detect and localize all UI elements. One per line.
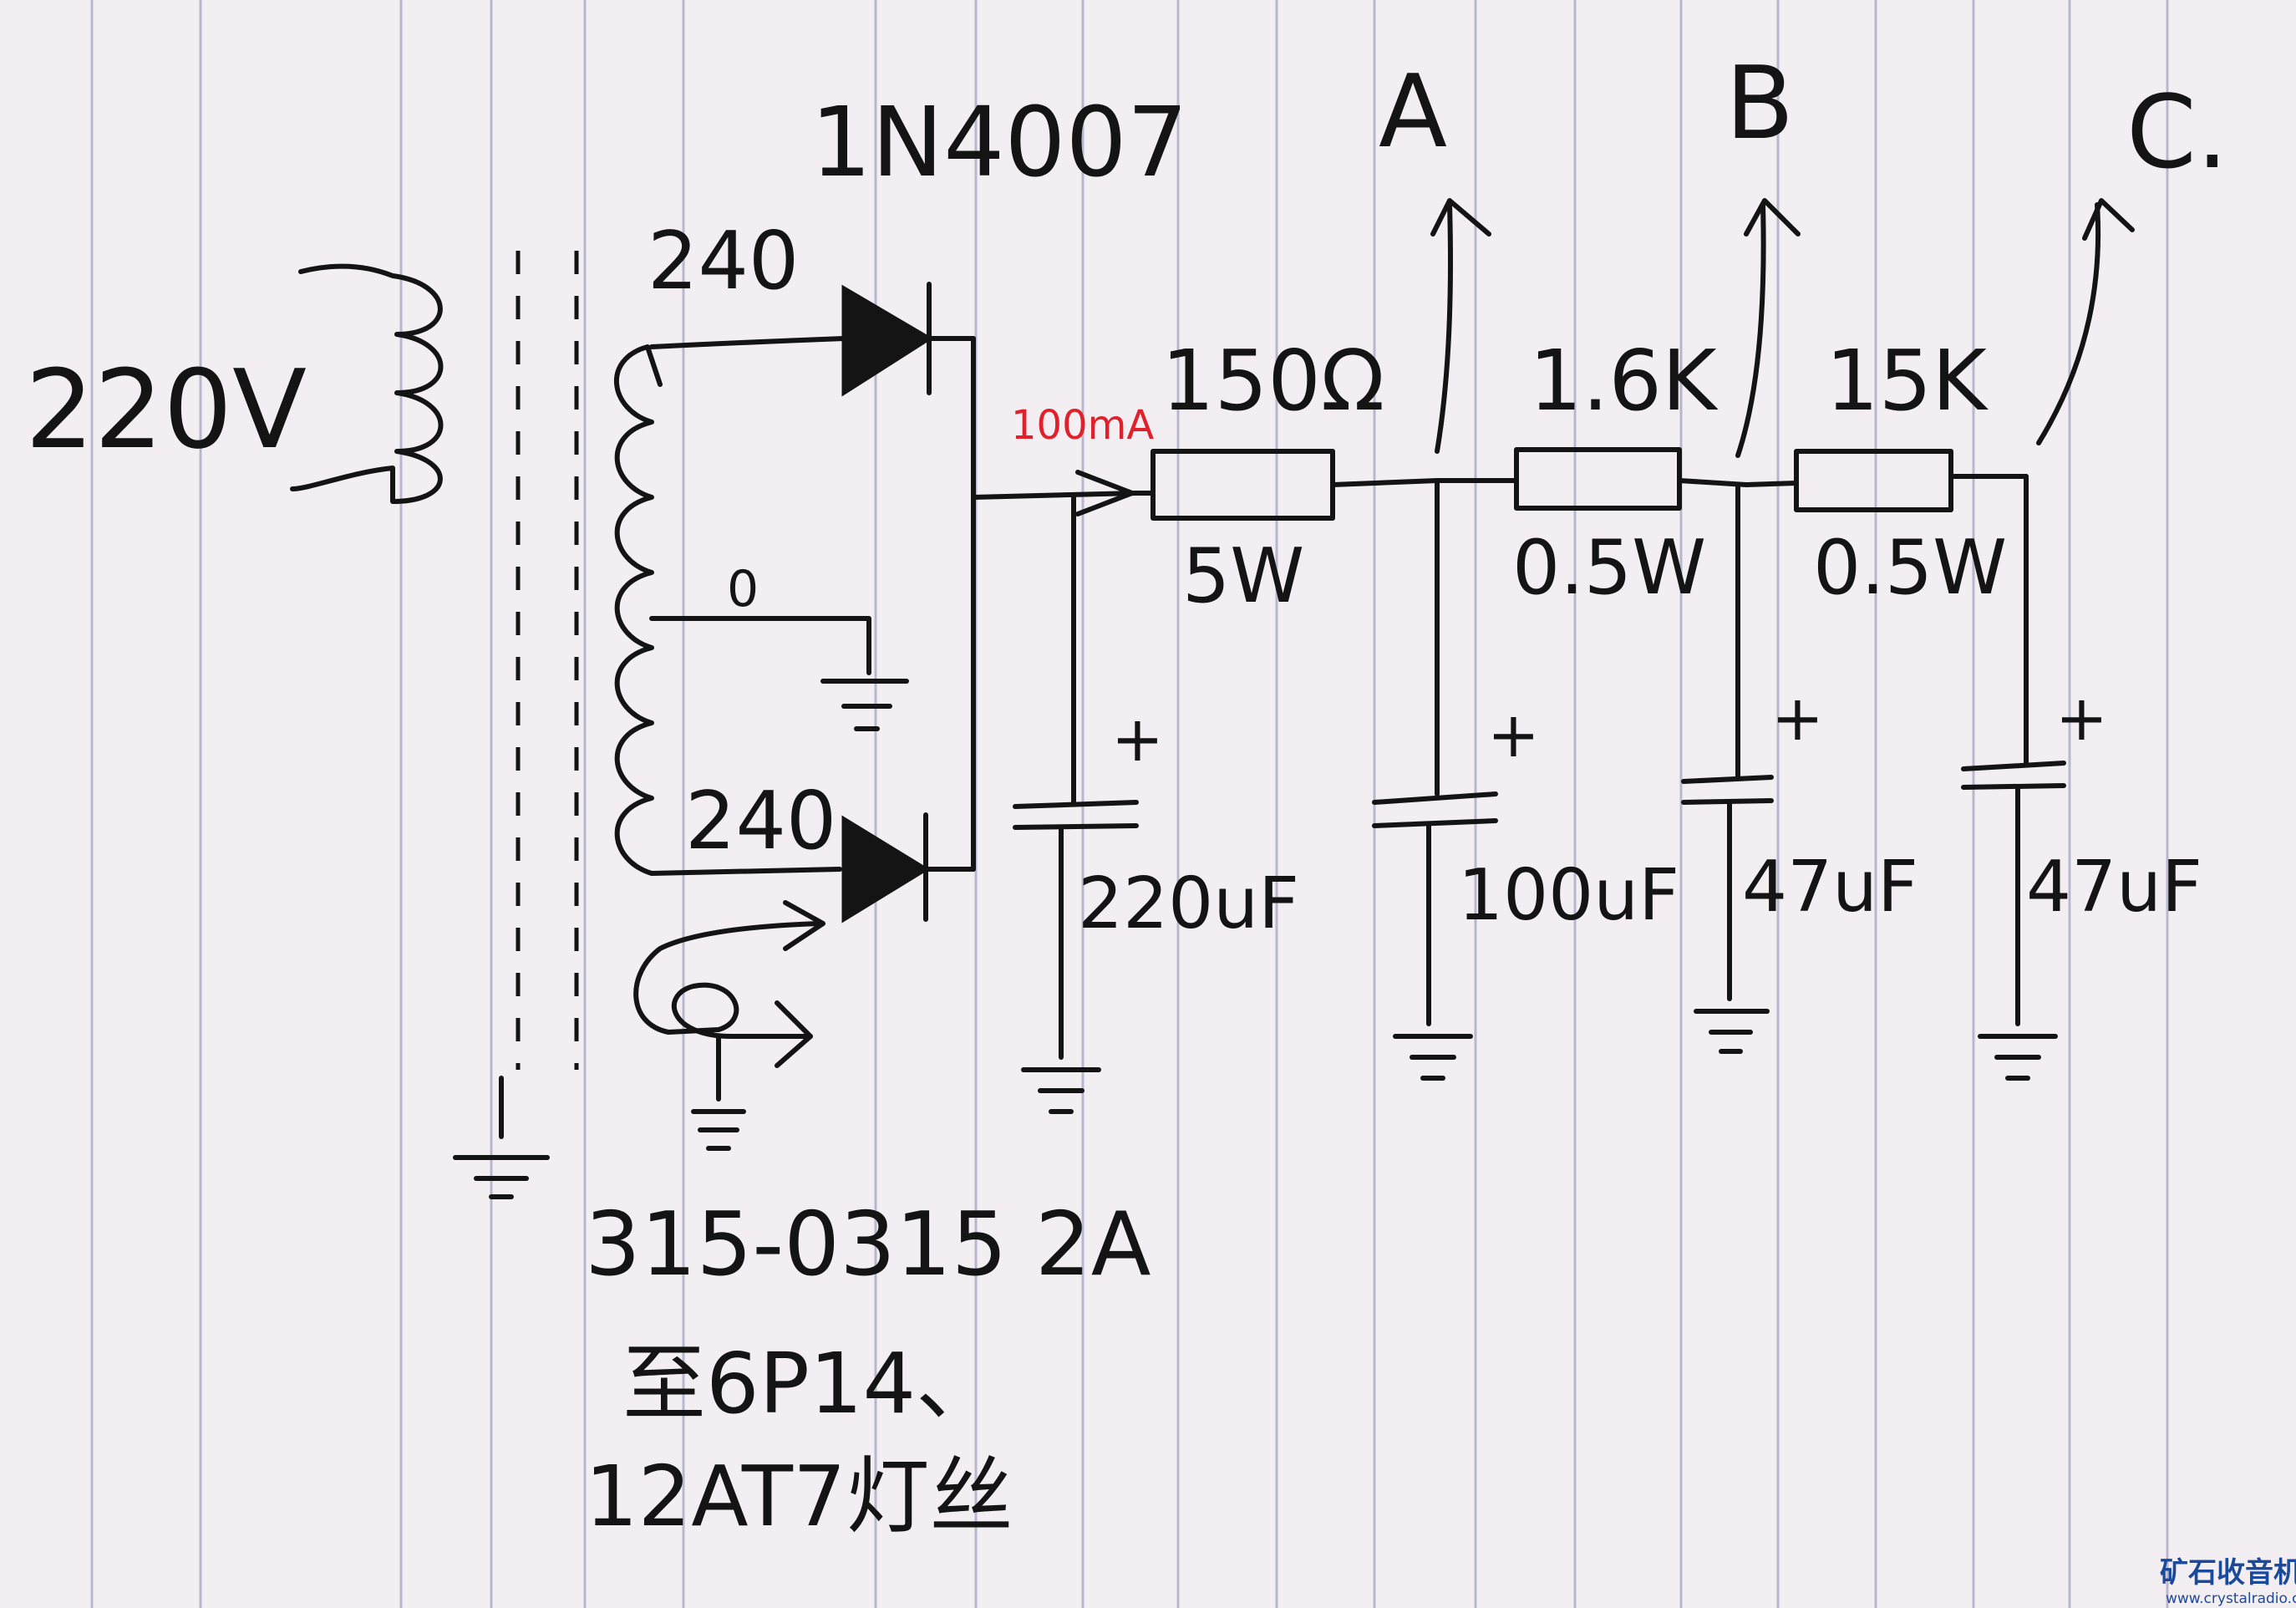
heater-note-line1: 至6P14、 xyxy=(622,1335,999,1432)
current-note: 100mA xyxy=(1011,402,1154,449)
heater-ground-icon xyxy=(691,1109,746,1151)
c3-value-label: 47uF xyxy=(1742,846,1918,929)
r1-power-label: 5W xyxy=(1182,532,1304,620)
output-c-label: C. xyxy=(2126,75,2228,191)
resistor-r1-icon xyxy=(1134,449,1440,521)
c4-plus: + xyxy=(2055,681,2108,755)
output-b-arrow-icon xyxy=(1735,198,1801,458)
r1-value-label: 150Ω xyxy=(1161,332,1384,430)
c1-ground-icon xyxy=(1021,1067,1101,1114)
current-arrow-icon xyxy=(1075,470,1135,516)
capacitor-c4-icon xyxy=(1961,761,2066,1026)
mains-voltage-label: 220V xyxy=(25,346,307,473)
secondary-hv-winding xyxy=(614,336,871,876)
watermark-name: 矿石收音机 xyxy=(2160,1556,2296,1590)
transformer-core xyxy=(499,251,579,1139)
r2-power-label: 0.5W xyxy=(1512,524,1706,612)
primary-winding xyxy=(290,263,444,504)
c4-ground-icon xyxy=(1978,1034,2058,1081)
c1-value-label: 220uF xyxy=(1078,863,1299,945)
rail-input xyxy=(971,491,1139,500)
c4-value-label: 47uF xyxy=(2026,846,2202,929)
resistor-r2-icon xyxy=(1435,447,1749,511)
resistor-r3-icon xyxy=(1744,449,2029,767)
capacitor-c3-icon xyxy=(1681,482,1774,1001)
c2-ground-icon xyxy=(1393,1034,1473,1081)
capacitor-c2-icon xyxy=(1372,478,1498,1026)
chassis-ground-icon xyxy=(453,1155,550,1199)
output-a-label: A xyxy=(1379,54,1447,170)
c1-plus: + xyxy=(1111,702,1164,776)
diode-1-icon xyxy=(841,282,976,397)
c2-value-label: 100uF xyxy=(1458,854,1679,937)
capacitor-c1-icon xyxy=(1013,495,1139,1060)
center-tap-ground-icon xyxy=(820,679,909,731)
paper-rules xyxy=(90,0,2169,1608)
heater-note-line2: 12AT7灯丝 xyxy=(585,1448,1013,1545)
output-b-label: B xyxy=(1725,46,1794,162)
c3-plus: + xyxy=(1771,681,1824,755)
output-a-arrow-icon xyxy=(1430,198,1491,454)
watermark-url: www.crystalradio.cn xyxy=(2166,1590,2296,1607)
diode-type-label: 1N4007 xyxy=(810,87,1188,199)
r3-value-label: 15K xyxy=(1826,332,1989,430)
output-c-arrow-icon xyxy=(2036,198,2135,445)
transformer-spec-label: 315-0315 2A xyxy=(585,1193,1151,1295)
r2-value-label: 1.6K xyxy=(1529,332,1719,430)
r3-power-label: 0.5W xyxy=(1813,524,2007,612)
c2-plus: + xyxy=(1487,698,1540,771)
tap-bottom-label: 240 xyxy=(685,776,836,868)
heater-winding xyxy=(633,900,825,1102)
diode-2-icon xyxy=(841,812,976,924)
tap-center-label: 0 xyxy=(727,560,759,618)
tap-top-label: 240 xyxy=(648,216,799,308)
c3-ground-icon xyxy=(1694,1009,1770,1054)
